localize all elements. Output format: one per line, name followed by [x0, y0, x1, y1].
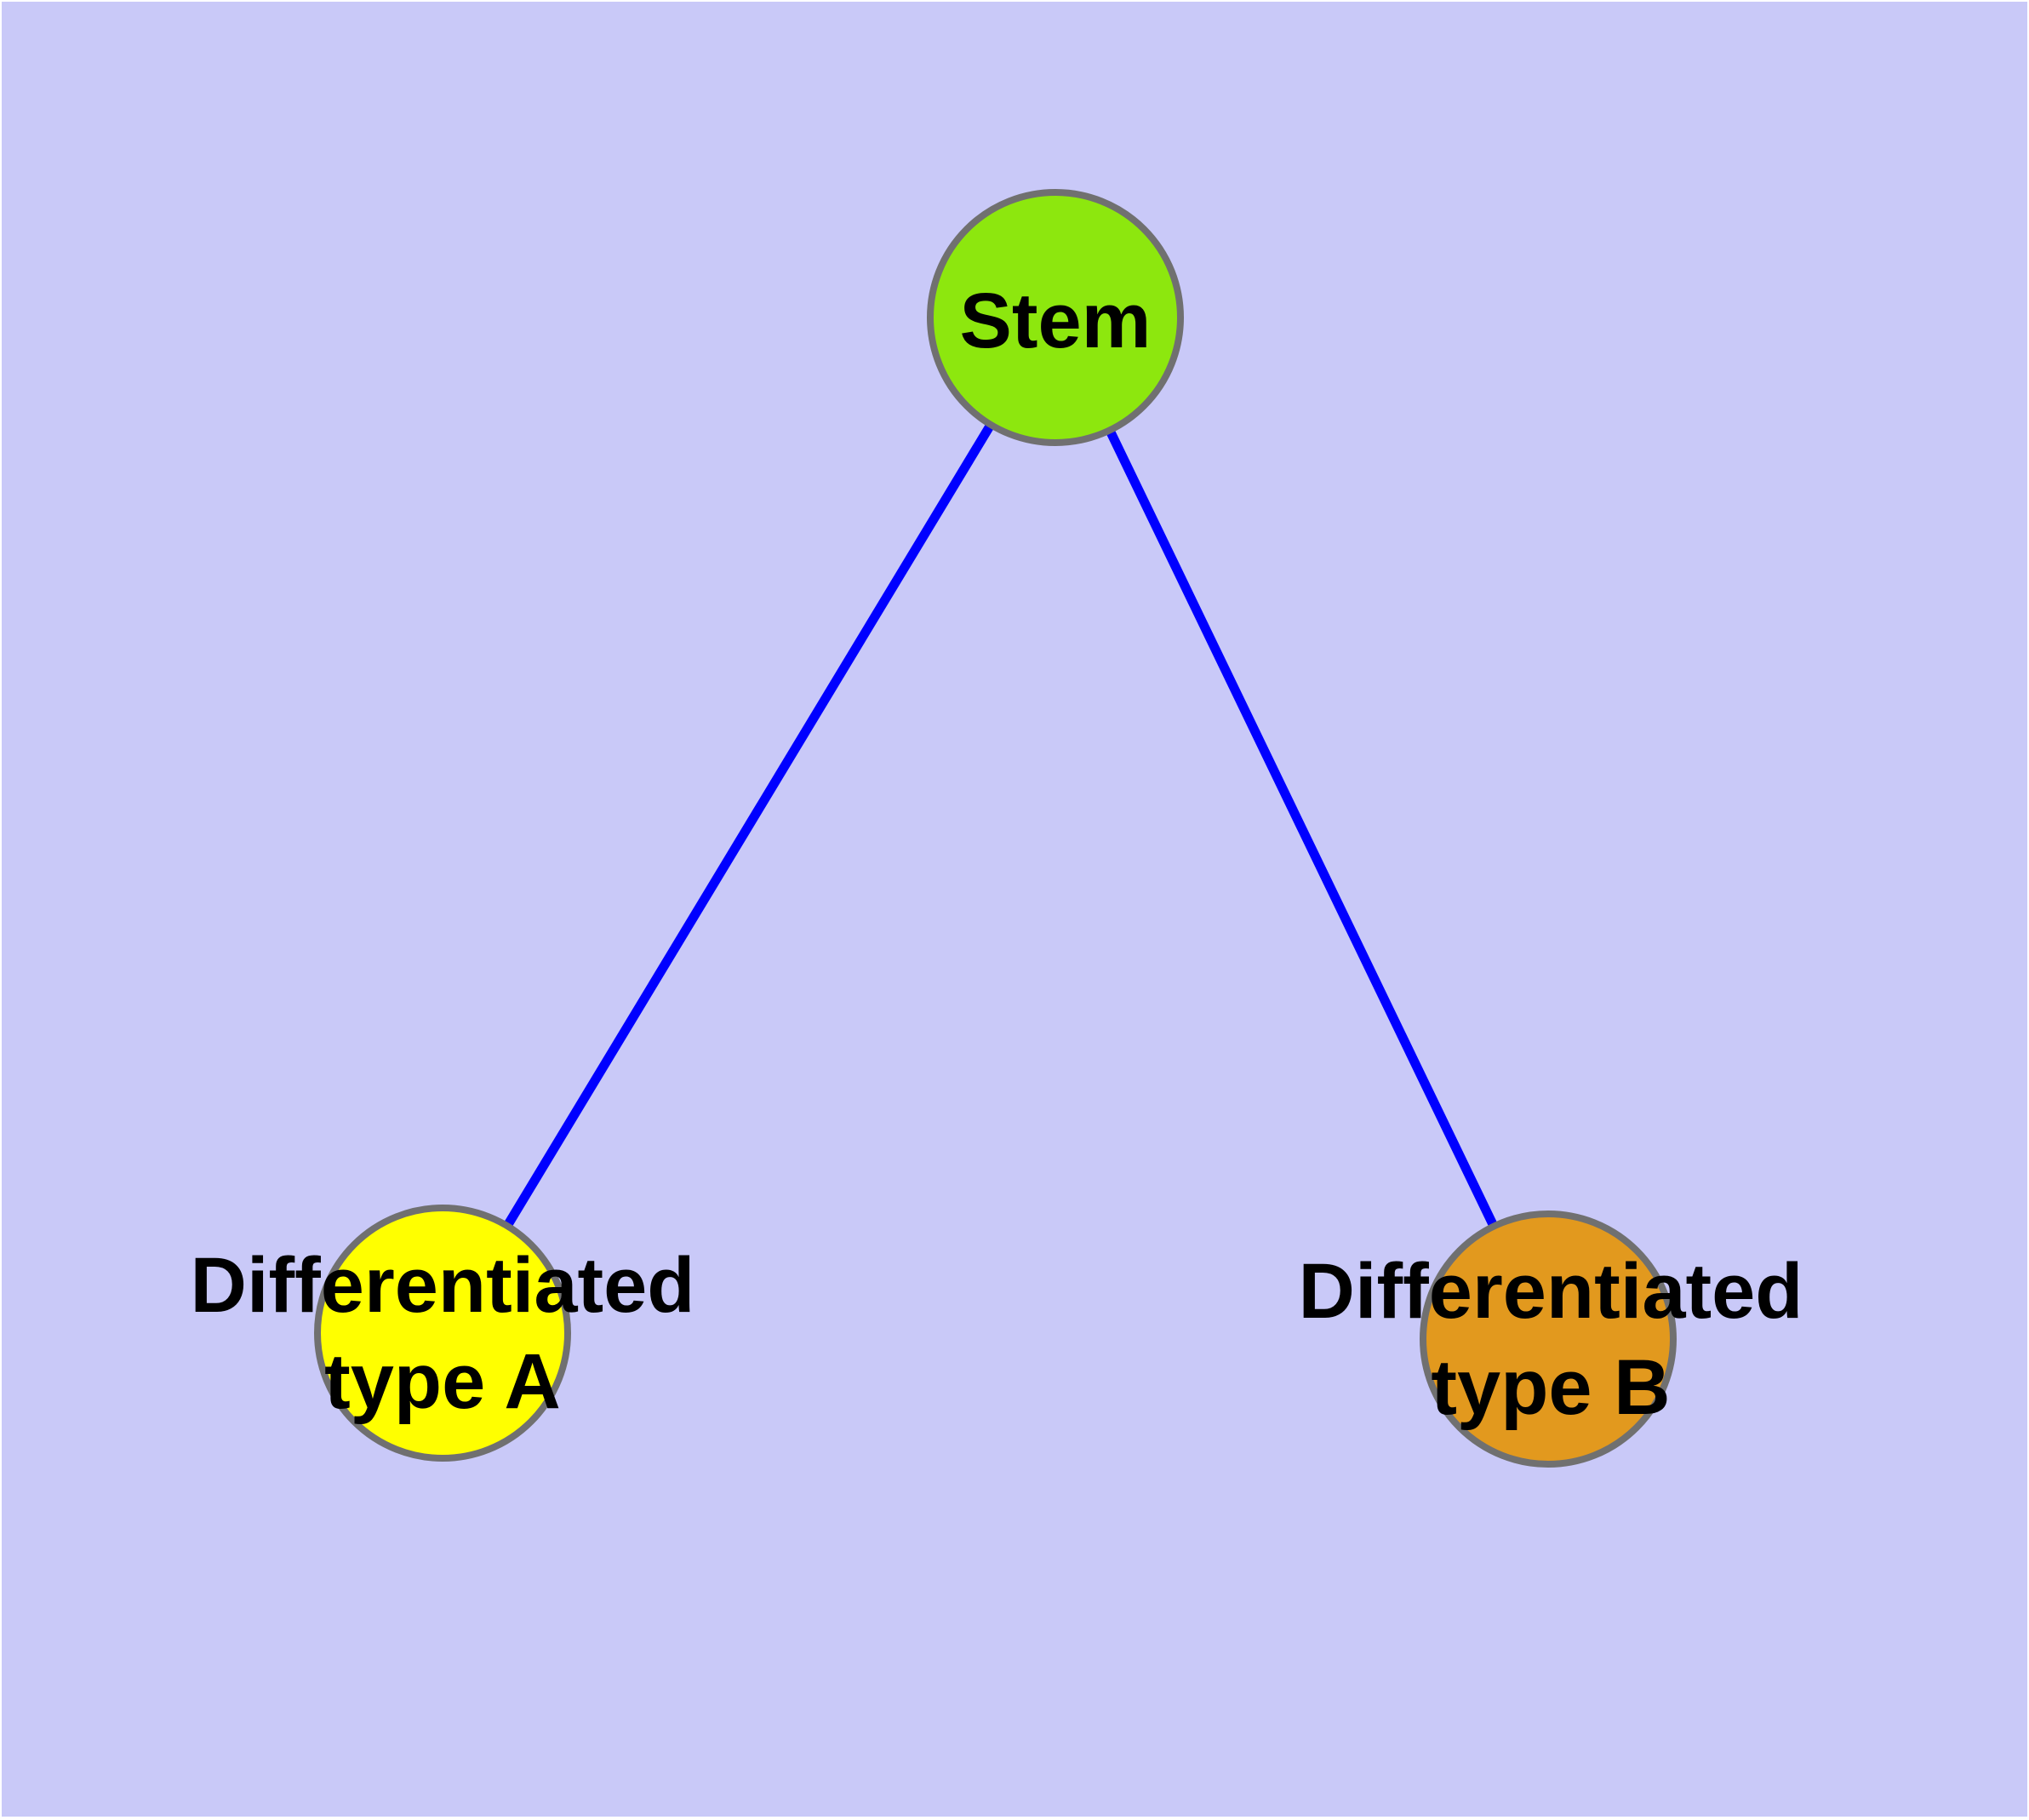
- type-b-node-label-line-1: Differentiated: [1299, 1248, 1803, 1335]
- edge-stem-to-type-a: [438, 315, 1060, 1336]
- edge-stem-to-type-b: [1051, 315, 1552, 1342]
- type-a-node-label-line-2: type A: [324, 1338, 561, 1425]
- stem-node: [927, 189, 1184, 446]
- type-a-node: [314, 1205, 571, 1462]
- stem-node-label: Stem: [960, 278, 1152, 364]
- type-a-node-label-line-1: Differentiated: [191, 1242, 695, 1329]
- type-b-node-label-line-2: type B: [1431, 1344, 1670, 1431]
- type-b-node: [1420, 1210, 1677, 1468]
